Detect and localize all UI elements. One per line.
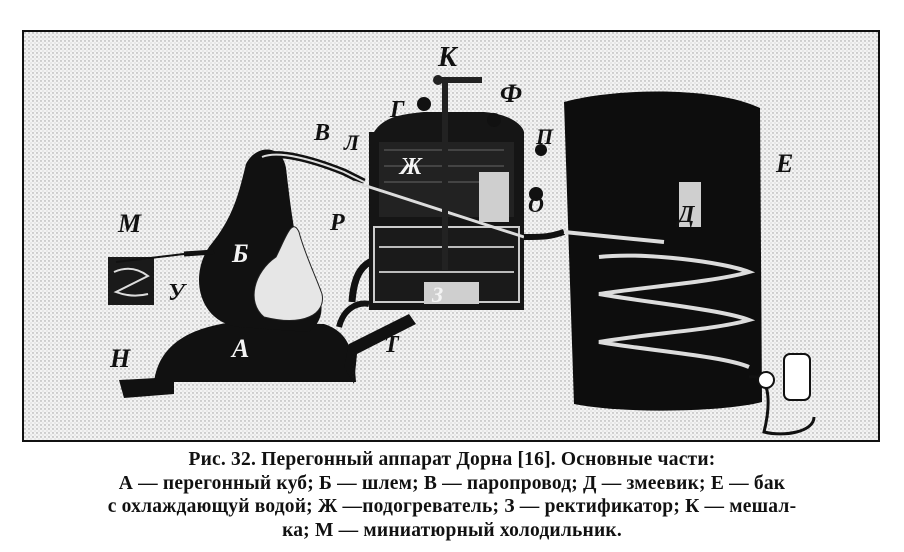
label-m: М xyxy=(117,209,142,238)
caption-line-2: А — перегонный куб; Б — шлем; В — паропр… xyxy=(118,472,786,494)
stirrer-k xyxy=(442,80,448,270)
label-g: Г xyxy=(389,97,405,123)
label-b: Б xyxy=(231,239,249,268)
label-a: А xyxy=(230,334,249,363)
figure-illustration: М У Н Б А В Л Р Т Г К Ф Ж З П О Д Е xyxy=(22,30,880,442)
caption-line-3: с охлаждающуй водой; Ж —подогреватель; З… xyxy=(107,496,797,517)
label-u: У xyxy=(168,280,187,306)
label-n: Н xyxy=(109,344,131,373)
caption-line-4: ка; М — миниатюрный холодильник. xyxy=(282,519,622,541)
label-o: О xyxy=(528,192,544,217)
label-f: Ф xyxy=(500,79,522,108)
label-z: З xyxy=(431,282,443,307)
drain-pipe-n xyxy=(119,377,174,398)
coil-d xyxy=(563,230,756,369)
label-zh: Ж xyxy=(398,154,423,180)
cooler-m xyxy=(108,257,154,305)
label-t: Т xyxy=(384,332,400,358)
caption-line-1: Рис. 32. Перегонный аппарат Дорна [16]. … xyxy=(188,449,716,470)
label-d: Д xyxy=(676,202,696,228)
label-l: Л xyxy=(343,130,360,155)
label-e: Е xyxy=(775,149,793,178)
pipe-u xyxy=(183,249,215,257)
still-a xyxy=(154,322,356,382)
pipe-t xyxy=(344,314,416,384)
figure-caption: Рис. 32. Перегонный аппарат Дорна [16]. … xyxy=(10,448,894,542)
label-k: К xyxy=(437,42,459,73)
label-v: В xyxy=(313,120,330,146)
helmet-b-light xyxy=(253,226,323,321)
label-r: Р xyxy=(329,210,345,236)
tank-e xyxy=(564,91,762,411)
label-p: П xyxy=(535,124,554,149)
